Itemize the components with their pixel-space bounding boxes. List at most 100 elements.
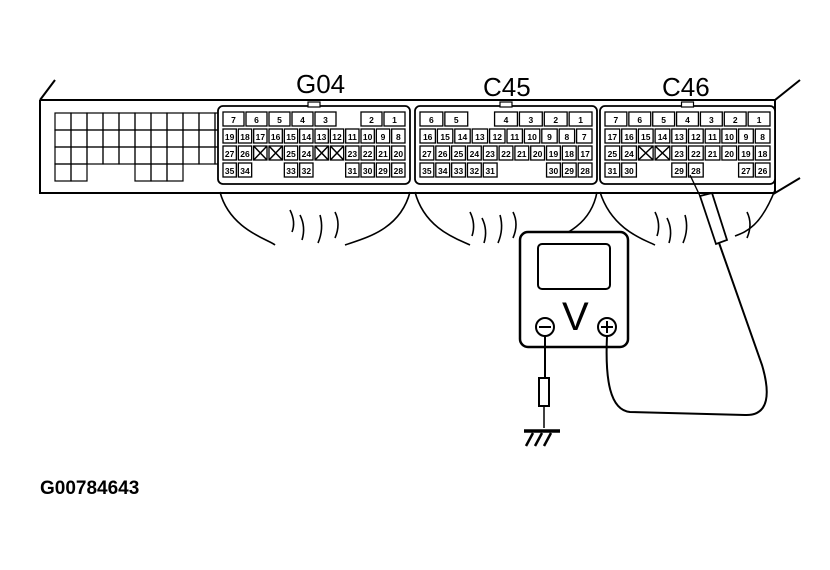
- pin-cell: [628, 111, 652, 127]
- pin-number: 30: [549, 166, 559, 176]
- pin-cell: [652, 111, 676, 127]
- pin-cell: [637, 128, 654, 144]
- pin-cell: [450, 162, 467, 178]
- pin-number: 21: [517, 149, 527, 159]
- pin-cell: [604, 162, 621, 178]
- pin-number: 1: [578, 115, 583, 125]
- grid-cell: [150, 163, 168, 182]
- pin-cell: [360, 111, 383, 127]
- pin-number: 4: [504, 115, 509, 125]
- unused-pin-mark: [329, 145, 345, 161]
- pin-cell: [435, 145, 451, 161]
- pin-cell: [435, 162, 451, 178]
- pin-number: 7: [231, 115, 236, 125]
- connector-lock-tab: [499, 101, 513, 108]
- pin-cell: [604, 128, 621, 144]
- pin-number: 18: [240, 132, 250, 142]
- pin-cell: [222, 145, 237, 161]
- pin-number: 14: [658, 132, 668, 142]
- pin-cell: [360, 162, 375, 178]
- pin-number: 23: [348, 149, 358, 159]
- pin-cell: [604, 111, 628, 127]
- grid-cell: [198, 112, 216, 131]
- pin-number: 35: [225, 166, 235, 176]
- pin-number: 5: [277, 115, 282, 125]
- pin-number: 16: [271, 132, 281, 142]
- pin-number: 34: [240, 166, 250, 176]
- pin-cell: [450, 145, 467, 161]
- grid-cell: [54, 112, 72, 131]
- pin-number: 14: [302, 132, 312, 142]
- unused-pin-mark: [637, 145, 654, 161]
- pin-number: 7: [582, 132, 587, 142]
- pin-cell: [704, 128, 721, 144]
- pin-number: 15: [440, 132, 450, 142]
- pin-cell: [444, 111, 469, 127]
- pin-number: 16: [423, 132, 433, 142]
- positive-test-lead: [605, 239, 768, 417]
- pin-number: 19: [741, 149, 751, 159]
- pin-number: 18: [758, 149, 768, 159]
- pin-number: 18: [565, 149, 575, 159]
- figure-code: G00784643: [40, 478, 140, 499]
- grid-cell: [166, 112, 184, 131]
- pin-cell: [604, 145, 621, 161]
- grid-cell: [118, 146, 136, 165]
- grid-cell: [102, 112, 120, 131]
- pin-number: 26: [240, 149, 250, 159]
- pin-number: 30: [624, 166, 634, 176]
- meter-symbol: V: [562, 295, 589, 339]
- pin-number: 3: [709, 115, 714, 125]
- pin-number: 20: [394, 149, 404, 159]
- pin-cell: [704, 145, 721, 161]
- pin-cell: [514, 145, 530, 161]
- pin-cell: [482, 145, 498, 161]
- pin-number: 24: [470, 149, 480, 159]
- plus-terminal-icon: [597, 317, 617, 337]
- pin-cell: [723, 111, 747, 127]
- pin-cell: [268, 111, 291, 127]
- grid-cell: [134, 112, 152, 131]
- ground-icon: [524, 429, 560, 447]
- grid-cell: [134, 163, 152, 182]
- grid-cell: [182, 129, 200, 148]
- pin-cell: [747, 111, 771, 127]
- grid-cell: [70, 129, 88, 148]
- pin-cell: [375, 145, 391, 161]
- pin-number: 21: [708, 149, 718, 159]
- pin-cell: [454, 128, 471, 144]
- pin-number: 33: [454, 166, 464, 176]
- pin-cell: [482, 162, 498, 178]
- pin-cell: [568, 111, 593, 127]
- pin-cell: [268, 128, 283, 144]
- grid-cell: [54, 163, 72, 182]
- pin-cell: [488, 128, 506, 144]
- pin-cell: [391, 145, 406, 161]
- pin-number: 22: [691, 149, 701, 159]
- pin-cell: [545, 145, 562, 161]
- voltmeter: V: [518, 230, 630, 349]
- pin-number: 1: [392, 115, 397, 125]
- unused-pin-mark: [314, 145, 329, 161]
- pin-number: 12: [493, 132, 503, 142]
- pin-number: 26: [438, 149, 448, 159]
- pin-number: 28: [580, 166, 590, 176]
- pin-number: 17: [580, 149, 590, 159]
- pin-cell: [654, 128, 671, 144]
- pin-cell: [687, 145, 704, 161]
- pin-cell: [419, 162, 435, 178]
- pin-cell: [506, 128, 524, 144]
- pin-cell: [575, 128, 593, 144]
- grid-cell: [166, 146, 184, 165]
- pin-cell: [621, 162, 638, 178]
- pin-number: 5: [661, 115, 666, 125]
- pin-number: 11: [708, 132, 717, 142]
- grid-cell: [182, 112, 200, 131]
- pin-cell: [737, 128, 754, 144]
- pin-number: 9: [547, 132, 552, 142]
- pin-number: 1: [757, 115, 762, 125]
- pin-number: 10: [725, 132, 735, 142]
- grid-cell: [54, 129, 72, 148]
- pin-cell: [558, 128, 576, 144]
